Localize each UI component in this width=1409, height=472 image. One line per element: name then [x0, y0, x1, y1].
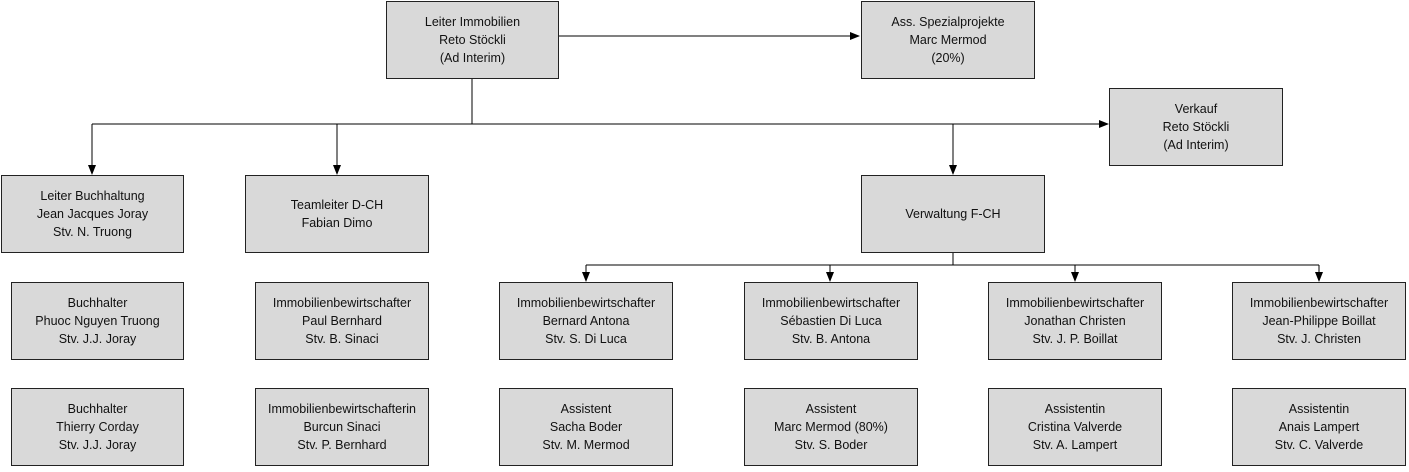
- node-text-line: Stv. S. Di Luca: [545, 332, 627, 346]
- node-text-line: Jonathan Christen: [1024, 314, 1126, 328]
- node-text-line: Stv. B. Antona: [791, 332, 871, 346]
- node-text-line: Reto Stöckli: [439, 33, 506, 47]
- node-text-line: Stv. M. Mermod: [542, 438, 630, 452]
- node-team-dch: Teamleiter D-CH Fabian Dimo: [245, 175, 429, 253]
- node-text-line: Leiter Immobilien: [424, 15, 521, 29]
- node-text-line: Sacha Boder: [549, 420, 623, 434]
- node-text-line: Anais Lampert: [1278, 420, 1360, 434]
- node-text-line: Bernard Antona: [542, 314, 630, 328]
- node-text-line: Immobilienbewirtschafter: [1005, 296, 1145, 310]
- node-text-line: Verwaltung F-CH: [905, 207, 1001, 221]
- node-text-line: Stv. J. P. Boillat: [1032, 332, 1118, 346]
- node-text-line: Stv. J. Christen: [1277, 332, 1361, 346]
- node-text-line: Reto Stöckli: [1162, 120, 1230, 134]
- node-text-line: Stv. C. Valverde: [1274, 438, 1364, 452]
- node-text-line: Sébastien Di Luca: [780, 314, 882, 328]
- node-text-line: Assistentin: [1288, 402, 1350, 416]
- node-text-line: Teamleiter D-CH: [290, 198, 384, 212]
- node-text-line: Marc Mermod: [909, 33, 987, 47]
- node-text-line: Buchhalter: [67, 296, 128, 310]
- node-text-line: Paul Bernhard: [302, 314, 382, 328]
- node-text-line: (Ad Interim): [439, 51, 506, 65]
- node-text-line: Assistentin: [1044, 402, 1106, 416]
- node-text-line: Marc Mermod (80%): [774, 420, 888, 434]
- node-text-line: Stv. A. Lampert: [1032, 438, 1118, 452]
- node-text-line: Cristina Valverde: [1027, 420, 1123, 434]
- node-admin-fch: Verwaltung F-CH: [861, 175, 1045, 253]
- node-text-line: Jean Jacques Joray: [36, 207, 149, 221]
- node-text-line: (Ad Interim): [1163, 138, 1229, 152]
- node-text-line: Immobilienbewirtschafter: [761, 296, 901, 310]
- node-text-line: Stv. S. Boder: [794, 438, 868, 452]
- node-text-line: Assistent: [560, 402, 612, 416]
- node-text-line: Fabian Dimo: [301, 216, 373, 230]
- node-text-line: Stv. P. Bernhard: [297, 438, 387, 452]
- node-text-line: Assistent: [805, 402, 857, 416]
- node-text-line: Buchhalter: [67, 402, 128, 416]
- node-text-line: Verkauf: [1174, 102, 1218, 116]
- node-text-line: Leiter Buchhaltung: [40, 189, 145, 203]
- node-text-line: Ass. Spezialprojekte: [891, 15, 1005, 29]
- node-text-line: Immobilienbewirtschafter: [1249, 296, 1389, 310]
- node-text-line: Jean-Philippe Boillat: [1262, 314, 1376, 328]
- node-text-line: Stv. J.J. Joray: [58, 332, 137, 346]
- node-text-line: Immobilienbewirtschafterin: [268, 402, 416, 416]
- node-text-line: (20%): [931, 51, 965, 65]
- node-text-line: Phuoc Nguyen Truong: [35, 314, 160, 328]
- node-text-line: Stv. B. Sinaci: [305, 332, 379, 346]
- node-text-line: Burcun Sinaci: [303, 420, 381, 434]
- node-text-line: Stv. J.J. Joray: [58, 438, 137, 452]
- node-text-line: Immobilienbewirtschafter: [516, 296, 656, 310]
- node-text-line: Stv. N. Truong: [53, 225, 132, 239]
- node-text-line: Thierry Corday: [56, 420, 139, 434]
- node-text-line: Immobilienbewirtschafter: [272, 296, 412, 310]
